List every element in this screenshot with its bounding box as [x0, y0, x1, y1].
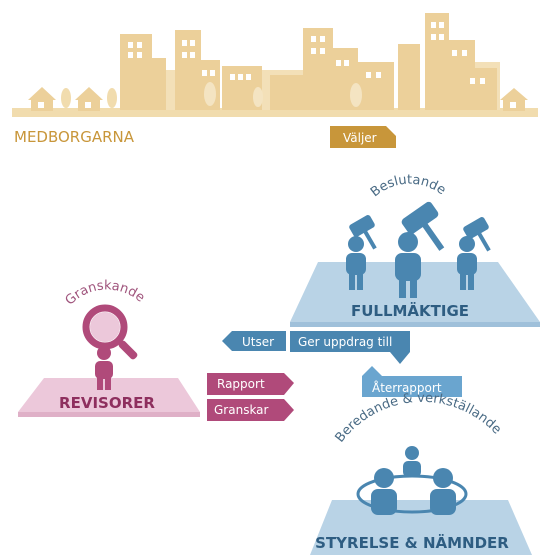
council-group: Beslutande FULLMÄKTIGE	[290, 173, 540, 327]
boards-platform	[310, 500, 532, 555]
auditors-platform	[18, 378, 200, 412]
boards-group: Beredande & verkställande STYRELSE & NÄM…	[310, 391, 532, 555]
council-label: FULLMÄKTIGE	[351, 301, 469, 320]
gavel-icon	[349, 201, 491, 252]
chooses-label: Väljer	[343, 131, 377, 145]
citizens-label: MEDBORGARNA	[14, 128, 135, 146]
appoints-label: Utser	[242, 335, 274, 349]
audits-arrow: Granskar	[207, 399, 294, 421]
auditors-label: REVISORER	[59, 394, 155, 412]
auditors-role-label: Granskande	[63, 278, 148, 308]
boards-role-label: Beredande & verkställande	[333, 391, 504, 446]
city-skyline	[12, 13, 538, 117]
magnifier-icon	[82, 304, 138, 360]
report-label: Rapport	[217, 377, 265, 391]
auditors-group: Granskande REVISORER	[18, 278, 200, 417]
meeting-table-icon	[356, 446, 468, 515]
report-back-label: Återrapport	[372, 380, 442, 395]
report-back-arrow: Återrapport	[362, 366, 462, 397]
council-members-icon	[346, 232, 477, 298]
report-arrow: Rapport	[207, 373, 294, 395]
audits-label: Granskar	[214, 403, 269, 417]
boards-label: STYRELSE & NÄMNDER	[315, 533, 509, 552]
auditor-person-icon	[95, 346, 113, 390]
assigns-arrow: Ger uppdrag till	[290, 331, 410, 364]
chooses-arrow: Väljer	[330, 126, 396, 148]
appoints-arrow: Utser	[222, 331, 286, 351]
assigns-label: Ger uppdrag till	[298, 335, 392, 349]
council-role-label: Beslutande	[368, 173, 448, 201]
